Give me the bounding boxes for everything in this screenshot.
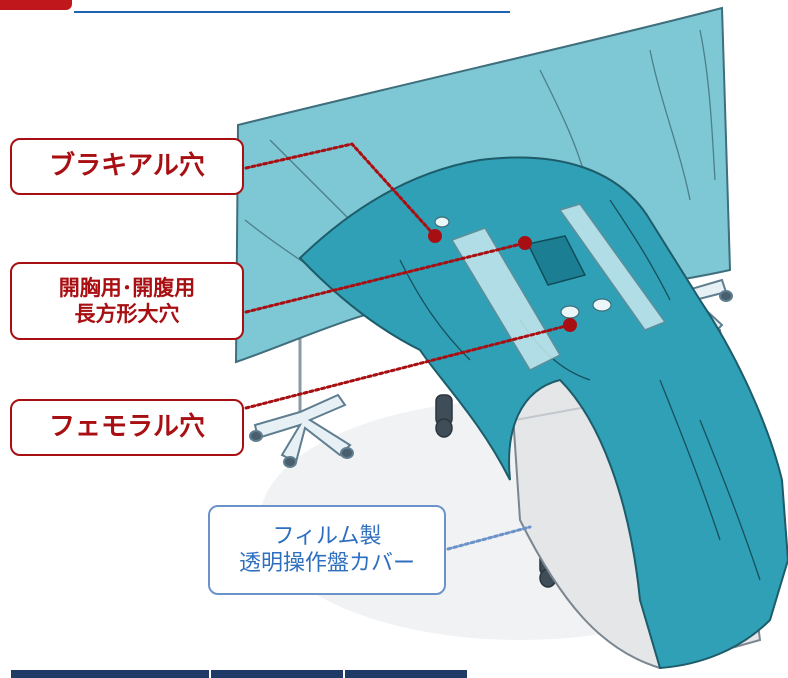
table-header-cell bbox=[211, 670, 345, 678]
body-drape bbox=[298, 156, 788, 670]
femoral-hole-label: フェモラル穴 bbox=[10, 399, 244, 456]
rectangular-opening bbox=[526, 235, 587, 286]
thoracic-label-line2: 長方形大穴 bbox=[74, 302, 180, 326]
femoral-leader bbox=[244, 323, 572, 410]
header-rule bbox=[74, 11, 510, 13]
table-header-cell bbox=[11, 670, 211, 678]
film-strip-right bbox=[558, 203, 667, 331]
femoral-label-text: フェモラル穴 bbox=[48, 412, 205, 443]
bottom-table-header bbox=[11, 670, 467, 678]
table-header-cell bbox=[345, 670, 467, 678]
femoral-dot bbox=[563, 318, 577, 332]
cover-label-line1: フィルム製 bbox=[272, 523, 382, 549]
thoracic-opening-label: 開胸用･開腹用 長方形大穴 bbox=[10, 262, 244, 340]
cover-label-line2: 透明操作盤カバー bbox=[238, 551, 415, 576]
brachial-dot bbox=[428, 229, 442, 243]
leader-lines bbox=[244, 142, 572, 551]
film-cover-label: フィルム製 透明操作盤カバー bbox=[208, 505, 446, 595]
thoracic-dot bbox=[518, 236, 532, 250]
brachial-leader bbox=[244, 142, 437, 238]
marker-dots bbox=[428, 229, 577, 332]
brachial-label-text: ブラキアル穴 bbox=[49, 151, 205, 182]
thoracic-label-line1: 開胸用･開腹用 bbox=[58, 275, 196, 300]
header-tab bbox=[0, 0, 72, 10]
small-openings bbox=[434, 216, 612, 319]
left-stand-base bbox=[249, 393, 354, 468]
brachial-hole-label: ブラキアル穴 bbox=[10, 138, 244, 195]
thoracic-leader bbox=[244, 241, 527, 314]
cover-leader bbox=[446, 525, 532, 551]
